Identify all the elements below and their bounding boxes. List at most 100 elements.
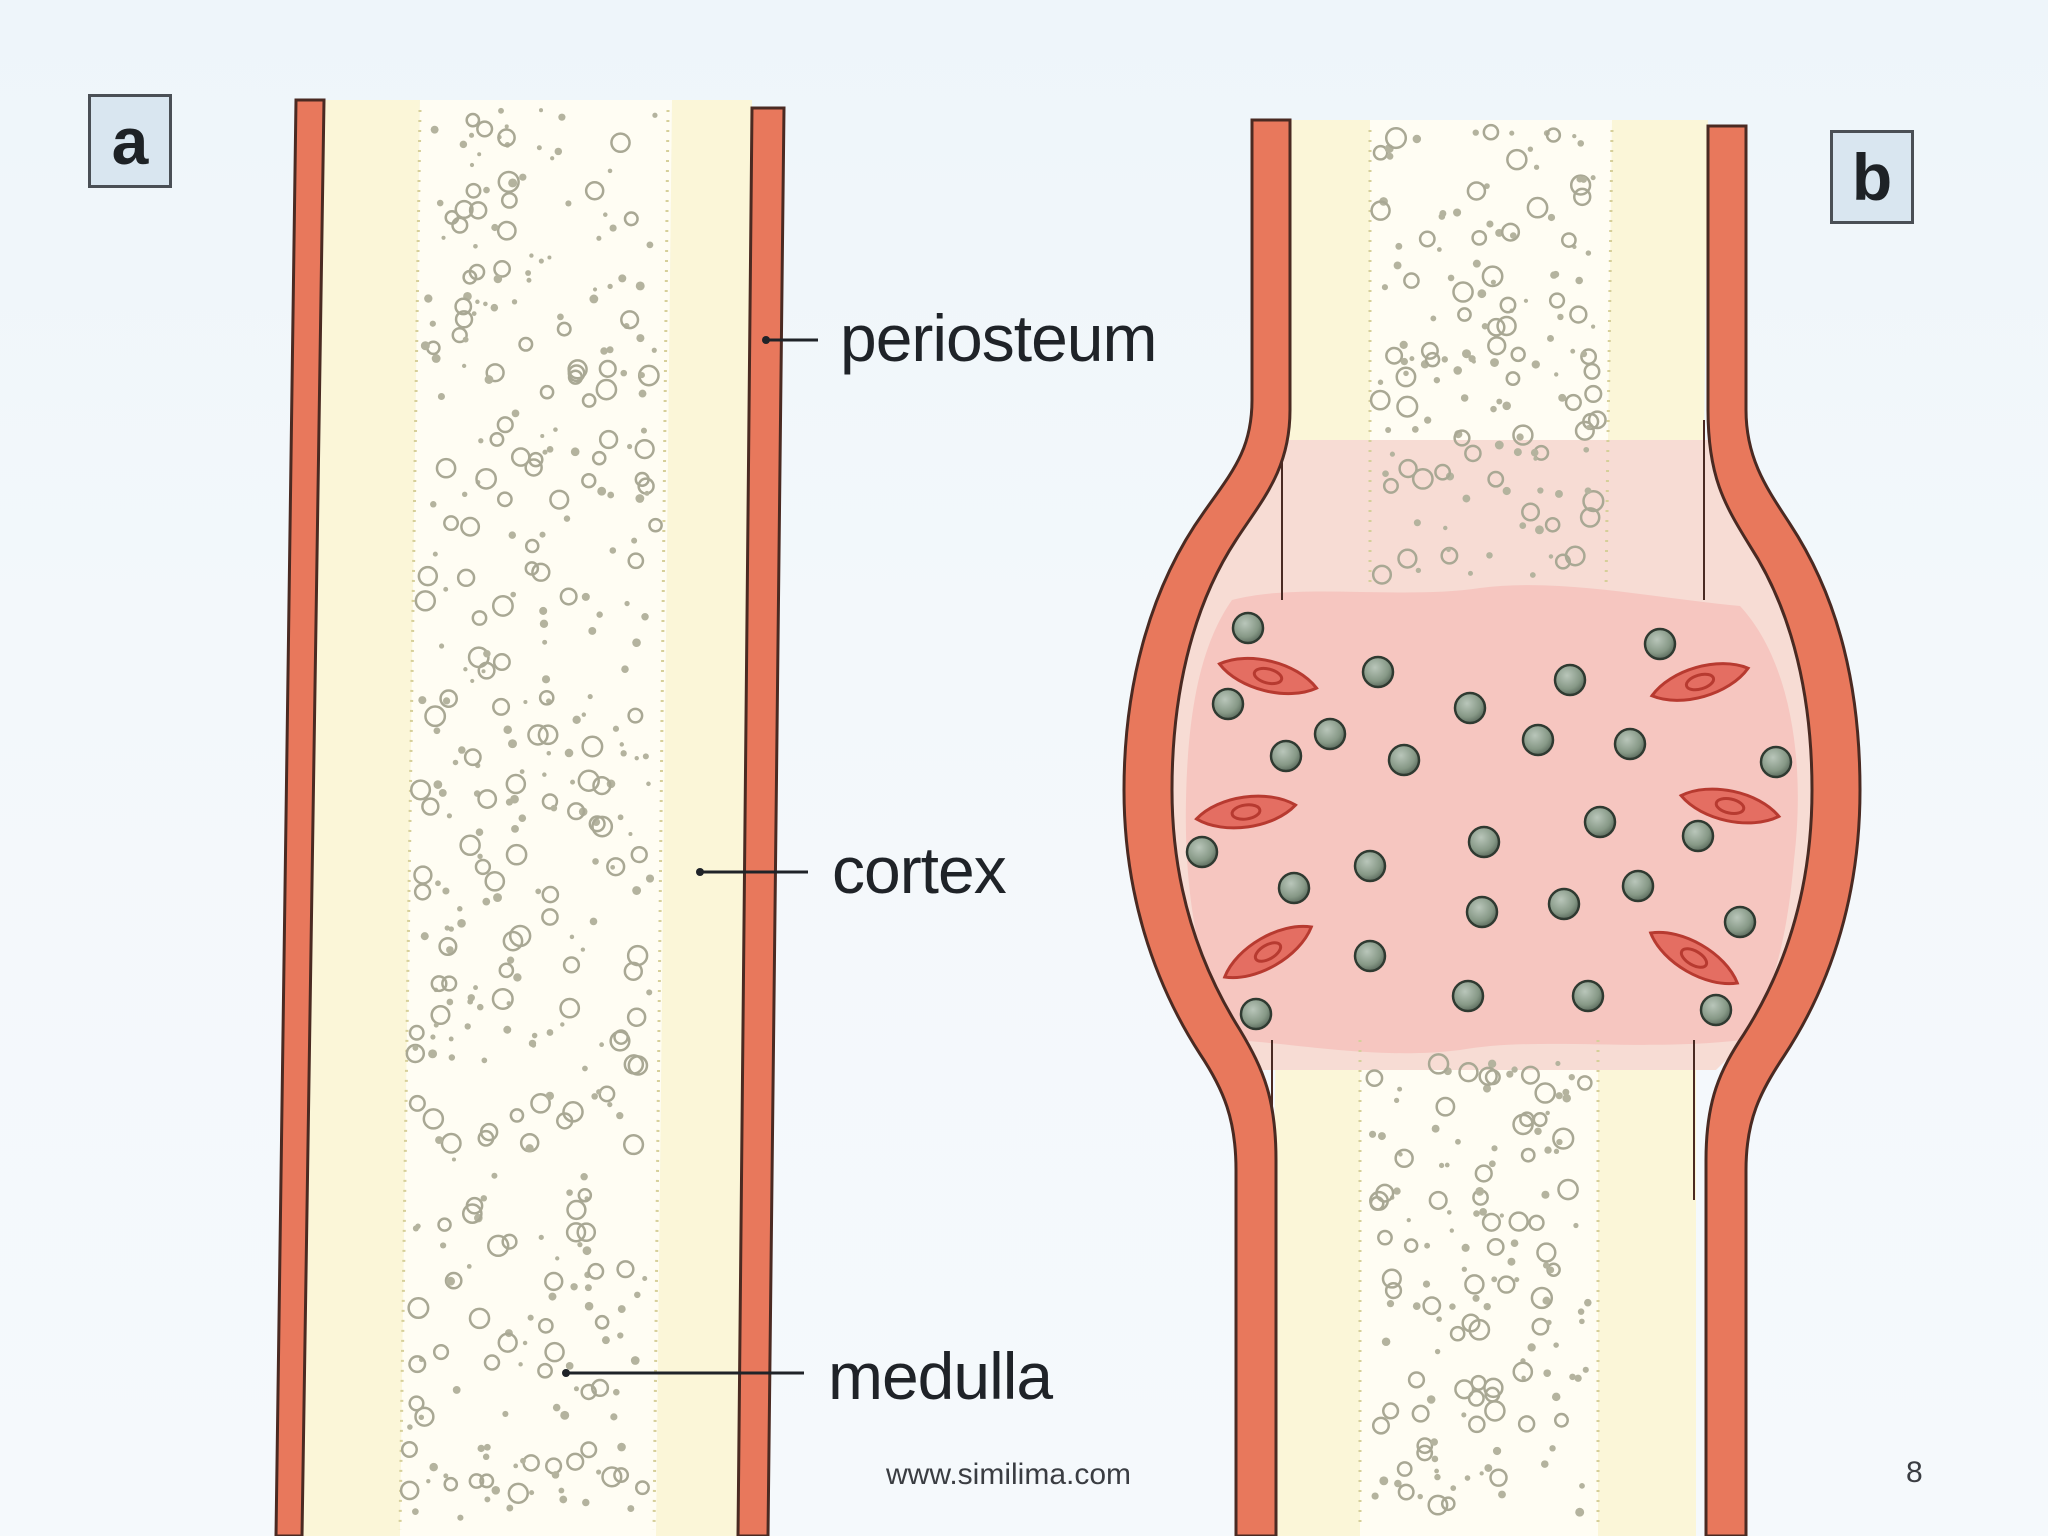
round-cell: [1583, 805, 1617, 839]
marrow-dot: [1464, 444, 1482, 463]
marrow-dot: [1541, 1460, 1549, 1468]
round-cell: [1681, 819, 1715, 853]
marrow-dot: [475, 467, 498, 490]
marrow-dot: [529, 1490, 535, 1496]
round-cell: [1465, 895, 1499, 929]
marrow-dot: [582, 1498, 590, 1507]
round-cell: [1621, 869, 1655, 903]
marrow-dot: [1486, 552, 1493, 559]
marrow-dot: [1555, 1092, 1563, 1100]
marrow-dot: [1541, 1190, 1550, 1199]
marrow-dot: [1474, 1164, 1493, 1183]
marrow-dot: [627, 443, 633, 450]
marrow-dot: [1569, 174, 1592, 196]
marrow-dot: [1431, 1455, 1439, 1463]
marrow-dot: [448, 1036, 454, 1042]
marrow-dot: [1466, 181, 1487, 201]
marrow-dot: [424, 294, 433, 303]
marrow-dot: [458, 746, 466, 754]
marrow-dot: [493, 274, 503, 284]
marrow-dot: [454, 297, 473, 316]
marrow-dot: [1491, 1145, 1498, 1152]
marrow-dot: [1396, 395, 1419, 418]
marrow-dot: [588, 627, 597, 635]
marrow-dot: [439, 689, 458, 708]
marrow-dot: [483, 1354, 501, 1371]
marrow-dot: [475, 299, 480, 304]
marrow-dot: [1434, 1473, 1441, 1481]
marrow-dot: [1489, 1468, 1508, 1487]
marrow-dot: [1481, 323, 1489, 330]
marrow-dot: [1462, 494, 1471, 503]
marrow-dot: [547, 255, 552, 260]
marrow-dot: [518, 336, 534, 352]
marrow-dot: [537, 1362, 553, 1379]
marrow-dot: [1385, 346, 1404, 365]
marrow-dot: [491, 1486, 501, 1495]
marrow-dot: [1471, 229, 1488, 246]
marrow-dot: [596, 235, 602, 241]
marrow-dot: [432, 1343, 450, 1361]
marrow-dot: [1436, 247, 1442, 252]
marrow-dot: [610, 1413, 618, 1421]
marrow-dot: [577, 1187, 593, 1203]
marrow-dot: [409, 779, 432, 801]
marrow-dot: [1385, 427, 1392, 433]
panel-b-marrow-dots: [1365, 123, 1607, 1517]
marrow-dot: [1570, 348, 1576, 354]
marrow-dot: [461, 491, 468, 497]
marrow-dot: [1393, 1187, 1401, 1195]
marrow-dot: [1389, 451, 1396, 457]
marrow-dot: [1521, 1375, 1526, 1381]
marrow-dot: [459, 140, 468, 149]
marrow-dot: [1487, 1059, 1497, 1069]
marrow-dot: [429, 320, 436, 327]
marrow-dot: [1411, 467, 1434, 490]
marrow-dot: [1462, 349, 1471, 359]
marrow-dot: [1424, 351, 1441, 368]
marrow-dot: [491, 1172, 498, 1179]
round-cell: [1361, 655, 1395, 689]
marrow-dot: [1453, 429, 1471, 447]
marrow-dot: [435, 1136, 443, 1145]
marrow-dot: [651, 347, 657, 353]
marrow-dot: [400, 1440, 418, 1458]
marrow-dot: [1365, 1069, 1384, 1088]
marrow-dot: [1528, 1214, 1545, 1231]
marrow-dot: [558, 1487, 565, 1494]
marrow-dot: [443, 1476, 459, 1492]
marrow-dot: [537, 1317, 554, 1334]
marrow-dot: [565, 1362, 574, 1370]
marrow-dot: [508, 739, 517, 749]
marrow-dot: [511, 824, 519, 833]
marrow-dot: [1509, 130, 1515, 136]
marrow-dot: [541, 885, 560, 904]
marrow-dot: [1488, 1160, 1496, 1168]
marrow-dot: [1544, 516, 1561, 533]
marrow-dot: [1397, 1086, 1403, 1092]
marrow-dot: [1499, 296, 1517, 314]
marrow-dot: [570, 779, 576, 785]
marrow-dot: [1479, 1471, 1484, 1476]
marrow-dot: [1430, 1438, 1438, 1446]
marrow-dot: [549, 489, 570, 510]
marrow-dot: [1422, 1296, 1442, 1316]
marrow-dot: [1502, 486, 1511, 496]
marrow-dot: [524, 561, 540, 576]
marrow-dot: [480, 1195, 488, 1202]
marrow-dot: [559, 587, 578, 606]
marrow-dot: [414, 1406, 435, 1427]
marrow-dot: [600, 347, 608, 355]
marrow-dot: [1586, 425, 1592, 431]
marrow-dot: [523, 699, 528, 705]
marrow-dot: [446, 946, 454, 954]
round-cell: [1387, 743, 1421, 777]
marrow-dot: [456, 568, 476, 588]
marrow-dot: [438, 936, 458, 957]
marrow-dot: [505, 843, 528, 866]
marrow-dot: [1500, 222, 1521, 242]
marrow-dot: [1582, 490, 1605, 513]
marrow-dot: [541, 675, 551, 684]
marrow-dot: [440, 1132, 462, 1154]
